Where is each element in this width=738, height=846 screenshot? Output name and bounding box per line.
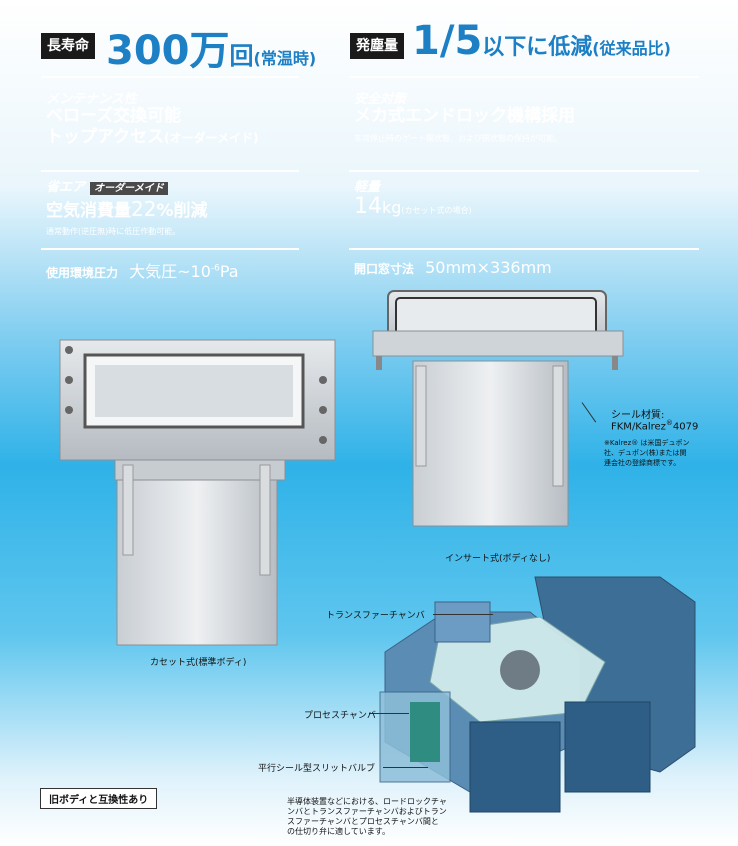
- usage-desc-1: 半導体装置などにおける、ロードロックチャ: [287, 797, 447, 806]
- valve-leader: [383, 767, 428, 768]
- left-rule-1: [41, 76, 299, 78]
- right-sec1-title: 安全対策: [354, 92, 407, 107]
- right-sec1-note: 非常停止時のゲート開状態、および閉状態の保持が可能。: [354, 134, 562, 143]
- process-leader: [369, 713, 409, 714]
- left-rule-3: [41, 248, 299, 250]
- left-sec1-title: メンテナンス性: [46, 92, 137, 107]
- left-sec1-line2-note: (オーダーメイド): [164, 131, 259, 145]
- left-sec3-unit: Pa: [219, 262, 239, 281]
- usage-description: 半導体装置などにおける、ロードロックチャ ンバとトランスファーチャンバおよびトラ…: [287, 797, 447, 837]
- left-sec1-line2-wrap: トップアクセス(オーダーメイド): [46, 127, 259, 149]
- left-sec2-line-wrap: 空気消費量22%削減: [46, 199, 208, 222]
- seal-value: FKM/Kalrez: [611, 421, 666, 433]
- seal-reg: ®: [665, 419, 673, 427]
- cassette-valve-illustration: [59, 339, 336, 646]
- right-headline-text: 以下に低減: [482, 35, 593, 60]
- usage-desc-3: スファーチャンバとプロセスチャンバ間と: [287, 817, 439, 826]
- left-rule-2: [41, 170, 299, 172]
- left-sec2-title: 省エア: [46, 180, 86, 195]
- right-rule-2: [349, 170, 699, 172]
- seal-title: シール材質:: [611, 410, 665, 421]
- right-sec2-note: (カセット式の場合): [401, 206, 472, 215]
- transfer-leader: [433, 614, 493, 615]
- valve-label: 平行シール型スリットバルブ: [258, 764, 376, 774]
- right-sec3-value: 50mm×336mm: [425, 258, 552, 277]
- compat-box: 旧ボディと互換性あり: [40, 788, 158, 809]
- seal-code: 4079: [672, 421, 699, 433]
- seal-material: FKM/Kalrez®4079: [611, 419, 698, 432]
- left-sec1-line1: ベローズ交換可能: [46, 106, 182, 126]
- left-headline-num: 300万: [106, 28, 230, 74]
- left-tag: 長寿命: [41, 33, 95, 59]
- cluster-tool-illustration: [379, 576, 696, 813]
- left-sec2-note: 通常動作(逆圧無)時に低圧作動可能。: [46, 227, 181, 236]
- usage-desc-2: ンバとトランスファーチャンバおよびトラン: [287, 807, 447, 816]
- kalrez-note: ※Kalrez® は米国デュポン 社、デュポン(株)または関 連会社の登録商標で…: [604, 438, 690, 468]
- right-sec2-num: 14: [354, 194, 382, 219]
- usage-desc-4: の仕切り弁に適しています。: [287, 827, 390, 836]
- left-sec3-value: 大気圧~10: [129, 262, 211, 281]
- kalrez-note-3: 連会社の登録商標です。: [604, 459, 681, 467]
- left-sec2-badge: オーダーメイド: [90, 182, 168, 195]
- right-sec3-label: 開口窓寸法: [354, 262, 415, 276]
- right-sec1-line: メカ式エンドロック機構採用: [354, 106, 575, 126]
- left-sec3-label: 使用環境圧力: [46, 266, 119, 280]
- kalrez-note-1: ※Kalrez® は米国デュポン: [604, 439, 690, 447]
- right-sec2-title: 軽量: [354, 180, 381, 195]
- right-tag: 発塵量: [350, 33, 404, 59]
- process-label: プロセスチャンバ: [304, 711, 376, 721]
- left-sec2-num: 22: [131, 197, 157, 221]
- insert-caption: インサート式(ボディなし): [445, 554, 551, 564]
- right-headline-num: 1/5: [412, 18, 483, 64]
- left-sec3-exp: -6: [210, 263, 220, 274]
- right-headline-note: (従来品比): [592, 39, 671, 58]
- right-sec2-wrap: 14kg(カセット式の場合): [354, 194, 472, 219]
- left-headline-note: (常温時): [253, 49, 317, 68]
- left-sec2-line: 空気消費量: [46, 201, 131, 221]
- left-sec1-line2: トップアクセス: [46, 127, 165, 147]
- left-sec3: 使用環境圧力 大気圧~10-6Pa: [46, 258, 239, 282]
- right-sec3: 開口窓寸法 50mm×336mm: [354, 258, 552, 277]
- left-sec2-title-wrap: 省エア オーダーメイド: [46, 176, 168, 195]
- insert-valve-illustration: [372, 290, 624, 527]
- left-sec2-tail: %削減: [156, 201, 208, 221]
- right-rule-3: [349, 248, 699, 250]
- transfer-label: トランスファーチャンバ: [326, 611, 425, 621]
- right-sec2-unit: kg: [382, 198, 402, 217]
- left-headline: 300万回(常温時): [106, 18, 316, 76]
- kalrez-note-2: 社、デュポン(株)または関: [604, 449, 687, 457]
- right-rule-1: [349, 76, 699, 78]
- right-headline: 1/5以下に低減(従来品比): [412, 18, 671, 64]
- left-headline-unit: 回: [229, 42, 254, 70]
- cassette-caption: カセット式(標準ボディ): [150, 658, 247, 668]
